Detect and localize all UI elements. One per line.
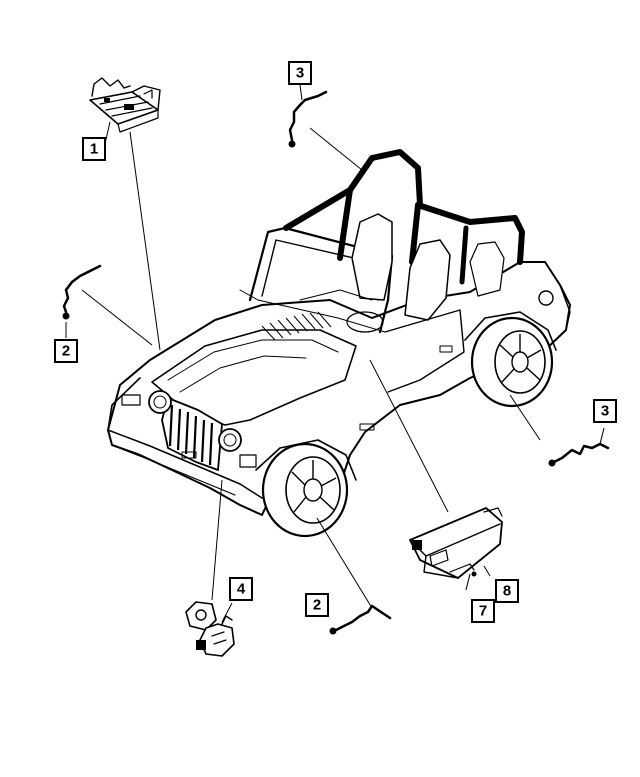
wiring-harness-icon [288,90,328,148]
control-module-icon [409,507,503,579]
wiring-harness-icon [62,264,102,320]
callout-3-top: 3 [288,61,312,85]
callout-1: 1 [82,137,106,161]
callout-7: 7 [471,599,495,623]
callout-label: 3 [601,403,609,420]
callout-2-left: 2 [54,339,78,363]
callout-4: 4 [229,577,253,601]
wiring-harness-icon [548,442,610,467]
vehicle-illustration [107,149,571,538]
callout-label: 4 [237,581,246,598]
callout-label: 2 [62,343,70,360]
callout-2-bottom: 2 [305,593,329,617]
callout-label: 7 [479,603,487,620]
callout-8: 8 [495,579,519,603]
callout-3-right: 3 [593,399,617,423]
callout-label: 8 [503,583,511,600]
wiring-harness-icon [329,604,392,635]
bracket-icon [89,77,161,133]
callout-label: 2 [313,597,321,614]
callout-label: 3 [296,65,304,82]
sensor-icon [185,601,235,657]
leader-lines [65,84,605,623]
callout-label: 1 [90,141,98,158]
